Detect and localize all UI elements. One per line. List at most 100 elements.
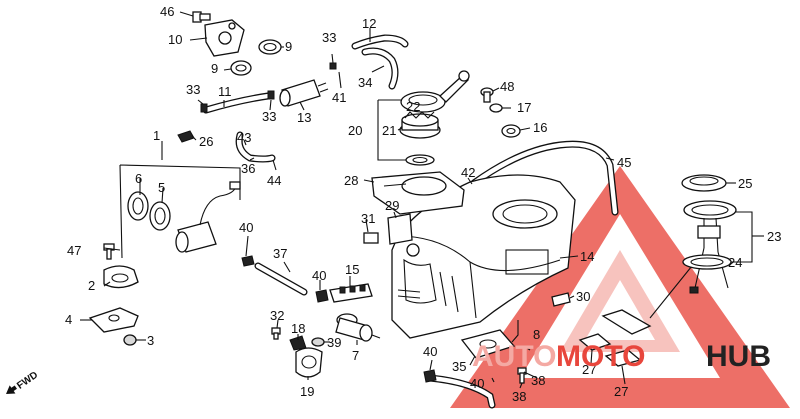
plate-4-drawing [88, 307, 139, 333]
callout-4: 4 [65, 312, 72, 327]
callout-9-lower: 9 [211, 61, 218, 76]
connector-15-drawing [329, 283, 373, 303]
nut-3-drawing [123, 334, 137, 346]
callout-7: 7 [352, 348, 359, 363]
watermark-hub: HUB [706, 340, 771, 373]
callout-44: 44 [267, 173, 281, 188]
hose-11-drawing [202, 92, 272, 114]
callout-41: 41 [332, 90, 346, 105]
callout-6: 6 [135, 171, 142, 186]
callout-40-left: 40 [239, 220, 253, 235]
callout-10: 10 [168, 32, 182, 47]
watermark-triangle [450, 166, 790, 408]
callout-19: 19 [300, 384, 314, 399]
bolt-47-drawing [103, 243, 115, 260]
clip-26-drawing [177, 130, 195, 143]
fwd-label: FWD [15, 370, 40, 392]
clip-40-mid-drawing [315, 289, 329, 303]
callout-13: 13 [297, 110, 311, 125]
callout-30: 30 [576, 289, 590, 304]
callout-12: 12 [362, 16, 376, 31]
bolt-48-drawing [480, 87, 494, 103]
callout-17: 17 [517, 100, 531, 115]
fuel-pump-13-drawing [279, 79, 329, 107]
callout-27-lower: 27 [614, 384, 628, 399]
plate-27-lower-drawing [604, 349, 642, 367]
callout-40-bottom: 40 [470, 376, 484, 391]
callout-26: 26 [199, 134, 213, 149]
cap-25-drawing [681, 174, 727, 192]
callout-23: 23 [767, 229, 781, 244]
callout-48: 48 [500, 79, 514, 94]
callout-47: 47 [67, 243, 81, 258]
clamp-9-lower-drawing [230, 60, 252, 76]
bolt-46-drawing [192, 11, 211, 23]
callout-33-top: 33 [322, 30, 336, 45]
bracket-2-drawing [103, 265, 139, 289]
label-31-drawing [363, 232, 379, 244]
watermark-moto: MOTO [556, 340, 645, 373]
cap-base-21-drawing [399, 111, 441, 139]
callout-36: 36 [241, 161, 255, 176]
callout-45: 45 [617, 155, 631, 170]
callout-numbers: 46 10 9 9 11 33 33 13 33 41 12 34 22 21 … [65, 4, 781, 404]
callout-32: 32 [270, 308, 284, 323]
tray-28-drawing [371, 171, 465, 215]
callout-33-left: 33 [186, 82, 200, 97]
filter-7-drawing [335, 313, 381, 342]
callout-34: 34 [358, 75, 372, 90]
bracket-19-drawing [295, 347, 323, 378]
bolt-32-drawing [271, 327, 281, 340]
callout-8: 8 [533, 327, 540, 342]
bracket-10-drawing [204, 19, 245, 57]
callout-31: 31 [361, 211, 375, 226]
callout-25: 25 [738, 176, 752, 191]
callout-38-lower: 38 [512, 389, 526, 404]
callout-28: 28 [344, 173, 358, 188]
callout-14: 14 [580, 249, 594, 264]
callout-22: 22 [406, 99, 420, 114]
hose-34-drawing [361, 47, 399, 90]
callout-18: 18 [291, 321, 305, 336]
plate-29-drawing [387, 213, 413, 245]
callout-29: 29 [385, 198, 399, 213]
gasket-24-drawing [682, 254, 732, 270]
callout-11: 11 [218, 84, 232, 99]
callout-20: 20 [348, 123, 362, 138]
hose-40-lower-drawing [423, 369, 496, 409]
callout-35: 35 [452, 359, 466, 374]
watermark-auto: AUTO [472, 340, 556, 373]
callout-40-lower: 40 [423, 344, 437, 359]
leader-lines [80, 11, 764, 389]
watermark-text: AUTO MOTO HUB [472, 340, 771, 373]
callout-27-upper: 27 [582, 362, 596, 377]
float-arm-drawing [601, 309, 652, 335]
callout-37: 37 [273, 246, 287, 261]
fuel-sender-23-drawing [649, 200, 737, 319]
washer-17-drawing [489, 103, 503, 113]
callout-9-upper: 9 [285, 39, 292, 54]
bracket-35-drawing [460, 329, 516, 359]
callout-3: 3 [147, 333, 154, 348]
callout-38-upper: 38 [531, 373, 545, 388]
rod-37-drawing [254, 262, 308, 296]
callout-42: 42 [461, 165, 475, 180]
plate-27-upper-drawing [578, 333, 612, 351]
clamp-9-upper-drawing [258, 39, 282, 55]
callout-39: 39 [327, 335, 341, 350]
gasket-20-drawing [405, 154, 435, 166]
callout-16: 16 [533, 120, 547, 135]
fwd-arrow: FWD [6, 370, 40, 394]
callout-1: 1 [153, 128, 160, 143]
pump-assembly-1-drawing [119, 164, 241, 259]
clip-40-upper-drawing [241, 255, 255, 267]
hose-36-drawing [235, 131, 276, 163]
filler-cap-22-drawing [400, 70, 470, 113]
fuel-tank-14-drawing [391, 174, 576, 339]
grommet-16-drawing [501, 124, 521, 138]
callout-46: 46 [160, 4, 174, 19]
callout-21: 21 [382, 123, 396, 138]
callout-40-mid: 40 [312, 268, 326, 283]
